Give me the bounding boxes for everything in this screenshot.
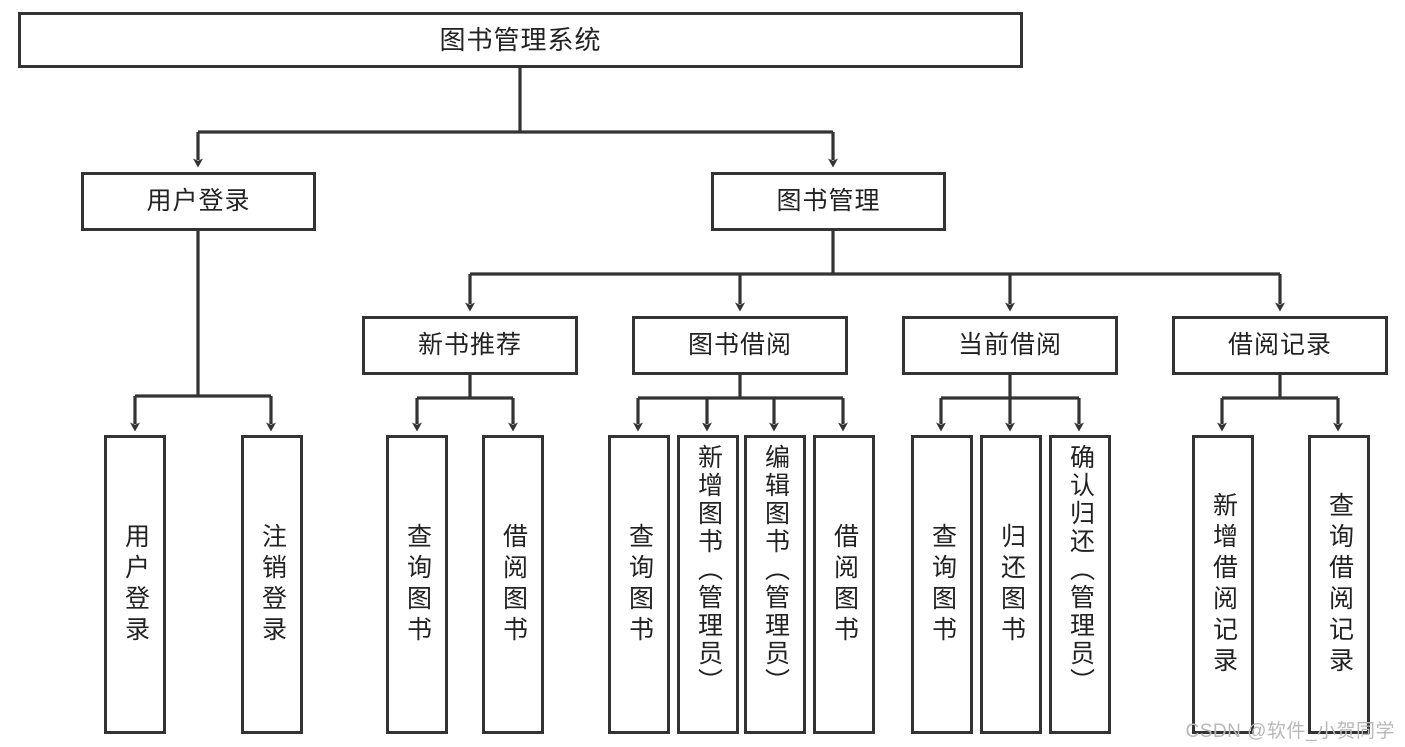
leaf-node-add-borrow-record[interactable]: 新增借阅记录	[1192, 435, 1254, 734]
leaf-node-borrow-book-2[interactable]: 借阅图书	[813, 435, 875, 734]
node-label: 确认归还（管理员）	[1066, 444, 1095, 696]
leaf-node-user-login[interactable]: 用户登录	[104, 435, 166, 734]
leaf-node-query-book-2[interactable]: 查询图书	[608, 435, 670, 734]
node-label: 图书借阅	[687, 330, 792, 359]
node-label: 图书管理	[776, 186, 881, 215]
node-book-management[interactable]: 图书管理	[711, 172, 946, 231]
node-borrow-record[interactable]: 借阅记录	[1172, 316, 1388, 375]
leaf-node-query-book-1[interactable]: 查询图书	[386, 435, 448, 734]
node-label: 用户登录	[146, 186, 251, 215]
leaf-node-query-book-3[interactable]: 查询图书	[911, 435, 973, 734]
node-label: 新增图书（管理员）	[694, 444, 723, 696]
node-label: 新增借阅记录	[1209, 491, 1238, 678]
node-label: 注销登录	[258, 522, 287, 647]
node-label: 借阅图书	[830, 522, 859, 647]
node-label: 归还图书	[997, 522, 1026, 647]
node-label: 查询图书	[928, 522, 957, 647]
node-label: 查询图书	[403, 522, 432, 647]
node-label: 当前借阅	[957, 330, 1062, 359]
leaf-node-add-book[interactable]: 新增图书（管理员）	[677, 435, 739, 734]
node-current-borrow[interactable]: 当前借阅	[902, 316, 1118, 375]
node-label: 编辑图书（管理员）	[761, 444, 790, 696]
node-label: 查询借阅记录	[1325, 491, 1354, 678]
node-label: 借阅记录	[1227, 330, 1332, 359]
node-book-management-system[interactable]: 图书管理系统	[18, 12, 1023, 68]
node-new-book-recommendation[interactable]: 新书推荐	[362, 316, 578, 375]
node-label: 图书管理系统	[439, 24, 602, 55]
node-label: 新书推荐	[417, 330, 522, 359]
node-user-login[interactable]: 用户登录	[81, 172, 316, 231]
leaf-node-query-borrow-record[interactable]: 查询借阅记录	[1308, 435, 1370, 734]
watermark-text: CSDN @软件_小贺同学	[1185, 721, 1395, 742]
leaf-node-confirm-return[interactable]: 确认归还（管理员）	[1049, 435, 1111, 734]
leaf-node-borrow-book-1[interactable]: 借阅图书	[482, 435, 544, 734]
leaf-node-logout[interactable]: 注销登录	[241, 435, 303, 734]
leaf-node-edit-book[interactable]: 编辑图书（管理员）	[744, 435, 806, 734]
node-label: 查询图书	[625, 522, 654, 647]
leaf-node-return-book[interactable]: 归还图书	[980, 435, 1042, 734]
node-book-borrow[interactable]: 图书借阅	[632, 316, 848, 375]
node-label: 借阅图书	[499, 522, 528, 647]
node-label: 用户登录	[121, 522, 150, 647]
